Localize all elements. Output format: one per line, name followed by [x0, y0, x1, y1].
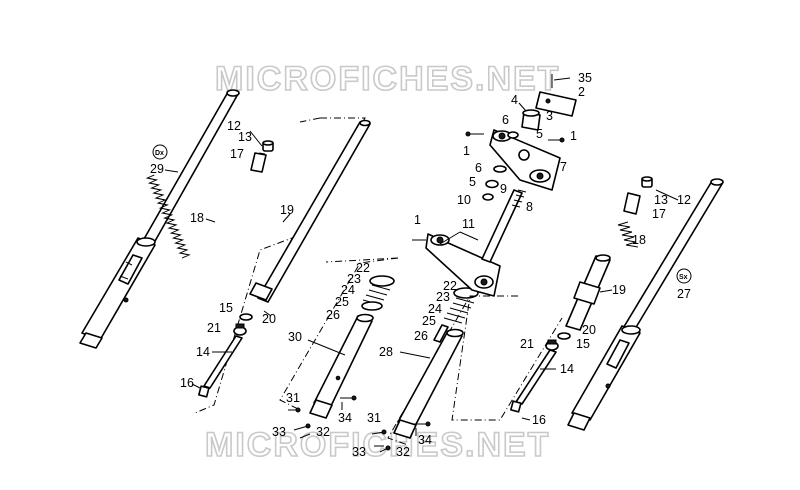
- callout-34-right: 34: [418, 433, 432, 447]
- callout-23-right: 23: [436, 290, 450, 304]
- spring-assembly-22-26-left: [361, 275, 395, 311]
- bearing-8: [511, 189, 527, 208]
- badge-dx: Dx: [152, 144, 168, 160]
- callout-17-right: 17: [652, 207, 666, 221]
- nut-9-10: [482, 131, 519, 201]
- cap-13-right: [641, 176, 653, 188]
- steering-stem-11: [481, 189, 523, 263]
- callout-2: 2: [578, 85, 585, 99]
- callout-19-left: 19: [280, 203, 294, 217]
- tube-19-right: [565, 254, 611, 331]
- spring-18-right: [617, 221, 639, 248]
- callout-7: 7: [560, 160, 567, 174]
- damper-rod-14-left: [203, 335, 243, 389]
- callout-23-left: 23: [347, 272, 361, 286]
- callout-10: 10: [457, 193, 471, 207]
- bolt-1-left: [465, 131, 484, 137]
- cap-13-left: [262, 140, 274, 152]
- callout-19-right: 19: [612, 283, 626, 297]
- callout-21-right: 21: [520, 337, 534, 351]
- callout-28: 28: [379, 345, 393, 359]
- callout-25-left: 25: [335, 295, 349, 309]
- callout-6-bottom: 6: [475, 161, 482, 175]
- bushing-17-left: [250, 152, 267, 173]
- slider-28: [393, 324, 464, 439]
- badge-sx: Sx: [676, 268, 692, 284]
- upper-crown-7: [489, 129, 561, 191]
- slider-30: [309, 313, 374, 419]
- callout-1-crown: 1: [414, 213, 421, 227]
- callout-32-right: 32: [396, 445, 410, 459]
- slider-27: [567, 325, 641, 431]
- callout-25-right: 25: [422, 314, 436, 328]
- callout-34-left: 34: [338, 411, 352, 425]
- callout-16-left: 16: [180, 376, 194, 390]
- callout-14-right: 14: [560, 362, 574, 376]
- callout-3: 3: [546, 109, 553, 123]
- callout-20-right: 20: [582, 323, 596, 337]
- svg-text:Dx: Dx: [155, 150, 164, 157]
- lower-crown-11: [425, 233, 501, 297]
- svg-text:Sx: Sx: [679, 274, 688, 281]
- callout-6-top: 6: [502, 113, 509, 127]
- callout-12-right-shown: 12: [677, 193, 691, 207]
- clamp-2: [535, 91, 577, 117]
- bolts-31-34-right: [371, 421, 431, 453]
- callout-8: 8: [526, 200, 533, 214]
- callout-17-left: 17: [230, 147, 244, 161]
- damper-rod-14-right: [515, 349, 557, 405]
- spring-18-left: [145, 174, 191, 259]
- callout-15-right: 15: [576, 337, 590, 351]
- tube-19-left: [249, 119, 371, 303]
- callout-4: 4: [511, 93, 518, 107]
- washer-15-right: [557, 332, 571, 340]
- callout-22-left: 22: [356, 261, 370, 275]
- callout-1-right: 1: [570, 129, 577, 143]
- callout-9: 9: [500, 182, 507, 196]
- callout-26-right: 26: [414, 329, 428, 343]
- callout-11: 11: [462, 217, 475, 231]
- bolt-1-right: [548, 137, 565, 143]
- bolts-31-34-left: [288, 395, 357, 439]
- callout-5-bottom: 5: [469, 175, 476, 189]
- callout-32-left: 32: [316, 425, 330, 439]
- callout-16-right: 16: [532, 413, 546, 427]
- callout-27: 27: [677, 287, 691, 301]
- watermark-bottom: MICROFICHES.NET: [205, 426, 550, 464]
- callout-35: 35: [578, 71, 592, 85]
- callout-26-left: 26: [326, 308, 340, 322]
- piston-21-left: [233, 323, 247, 336]
- callout-13-right: 13: [654, 193, 668, 207]
- callout-33-right: 33: [352, 445, 366, 459]
- slider-29: [79, 237, 156, 349]
- bushing-17-right: [623, 192, 641, 215]
- callout-31-left: 31: [286, 391, 300, 405]
- callout-33-left: 33: [272, 425, 286, 439]
- callout-5-top: 5: [536, 127, 543, 141]
- washer-15-left: [239, 313, 253, 321]
- end-16-right: [510, 400, 522, 413]
- end-16-left: [198, 385, 210, 398]
- callout-18-left: 18: [190, 211, 204, 225]
- callout-21-left: 21: [207, 321, 221, 335]
- callout-15-left: 15: [219, 301, 233, 315]
- callout-20-left: 20: [262, 312, 276, 326]
- callout-14-left: 14: [196, 345, 210, 359]
- callout-29: 29: [150, 162, 164, 176]
- callout-22-right: 22: [443, 279, 457, 293]
- callout-30: 30: [288, 330, 302, 344]
- watermark-top: MICROFICHES.NET: [215, 60, 560, 98]
- callout-12-left: 12: [227, 119, 241, 133]
- callout-31-right: 31: [367, 411, 381, 425]
- callout-24-right: 24: [428, 302, 442, 316]
- callout-13-left: 13: [238, 130, 252, 144]
- holder-4: [521, 109, 541, 131]
- callout-18-right: 18: [632, 233, 646, 247]
- callout-1-left: 1: [463, 144, 470, 158]
- callout-24-left: 24: [341, 283, 355, 297]
